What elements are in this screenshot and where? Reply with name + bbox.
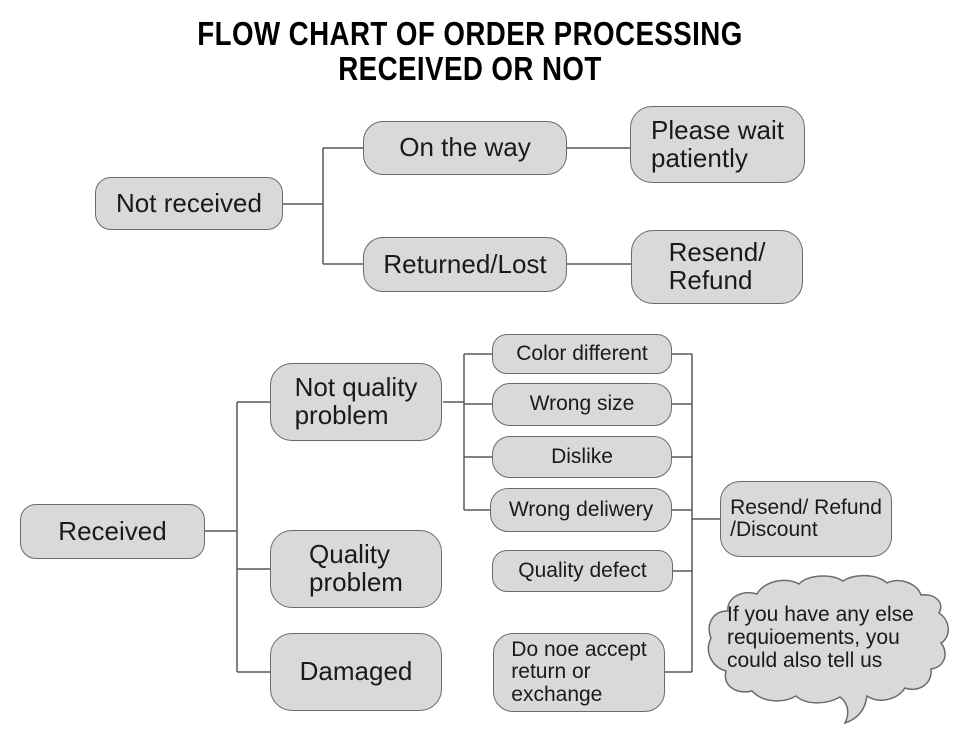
node-wrong-deliwery: Wrong deliwery: [490, 488, 672, 532]
node-dislike-label: Dislike: [551, 444, 613, 468]
node-quality-defect-label: Quality defect: [518, 558, 647, 582]
node-damaged: Damaged: [270, 633, 442, 711]
node-do-noe-accept: Do noe accept return or exchange: [493, 633, 665, 712]
node-not-received-label: Not received: [116, 187, 262, 218]
speech-bubble: [707, 574, 949, 725]
node-resend-refund: Resend/ Refund: [631, 230, 803, 304]
node-on-the-way: On the way: [363, 121, 567, 175]
node-wrong-size-label: Wrong size: [529, 392, 635, 416]
node-resend-refund-label: Resend/ Refund: [668, 237, 766, 295]
node-wrong-size: Wrong size: [492, 383, 672, 426]
node-color-different-label: Color different: [516, 341, 648, 365]
node-color-different: Color different: [492, 334, 672, 374]
node-not-quality-problem: Not quality problem: [270, 363, 442, 441]
node-please-wait-patiently-label: Please wait patiently: [651, 114, 784, 173]
node-quality-defect: Quality defect: [492, 550, 673, 592]
node-please-wait-patiently: Please wait patiently: [630, 106, 805, 183]
node-dislike: Dislike: [492, 436, 672, 478]
node-not-received: Not received: [95, 177, 283, 230]
node-received-label: Received: [58, 515, 167, 546]
node-damaged-label: Damaged: [299, 656, 413, 687]
node-returned-lost: Returned/Lost: [363, 237, 567, 292]
node-quality-problem: Quality problem: [270, 530, 442, 608]
node-wrong-deliwery-label: Wrong deliwery: [508, 497, 654, 521]
node-quality-problem-label: Quality problem: [309, 539, 403, 597]
node-do-noe-accept-label: Do noe accept return or exchange: [511, 638, 647, 706]
node-resend-refund-discount: Resend/ Refund /Discount: [720, 481, 892, 557]
node-not-quality-problem-label: Not quality problem: [294, 372, 418, 430]
node-resend-refund-discount-label: Resend/ Refund /Discount: [730, 495, 882, 541]
node-returned-lost-label: Returned/Lost: [383, 248, 547, 279]
node-received: Received: [20, 504, 205, 559]
node-on-the-way-label: On the way: [399, 132, 531, 163]
speech-bubble-text: If you have any else requioements, you c…: [727, 603, 914, 672]
page-title: FLOW CHART OF ORDER PROCESSING RECEIVED …: [197, 15, 743, 87]
flow-connectors: [205, 147, 720, 673]
